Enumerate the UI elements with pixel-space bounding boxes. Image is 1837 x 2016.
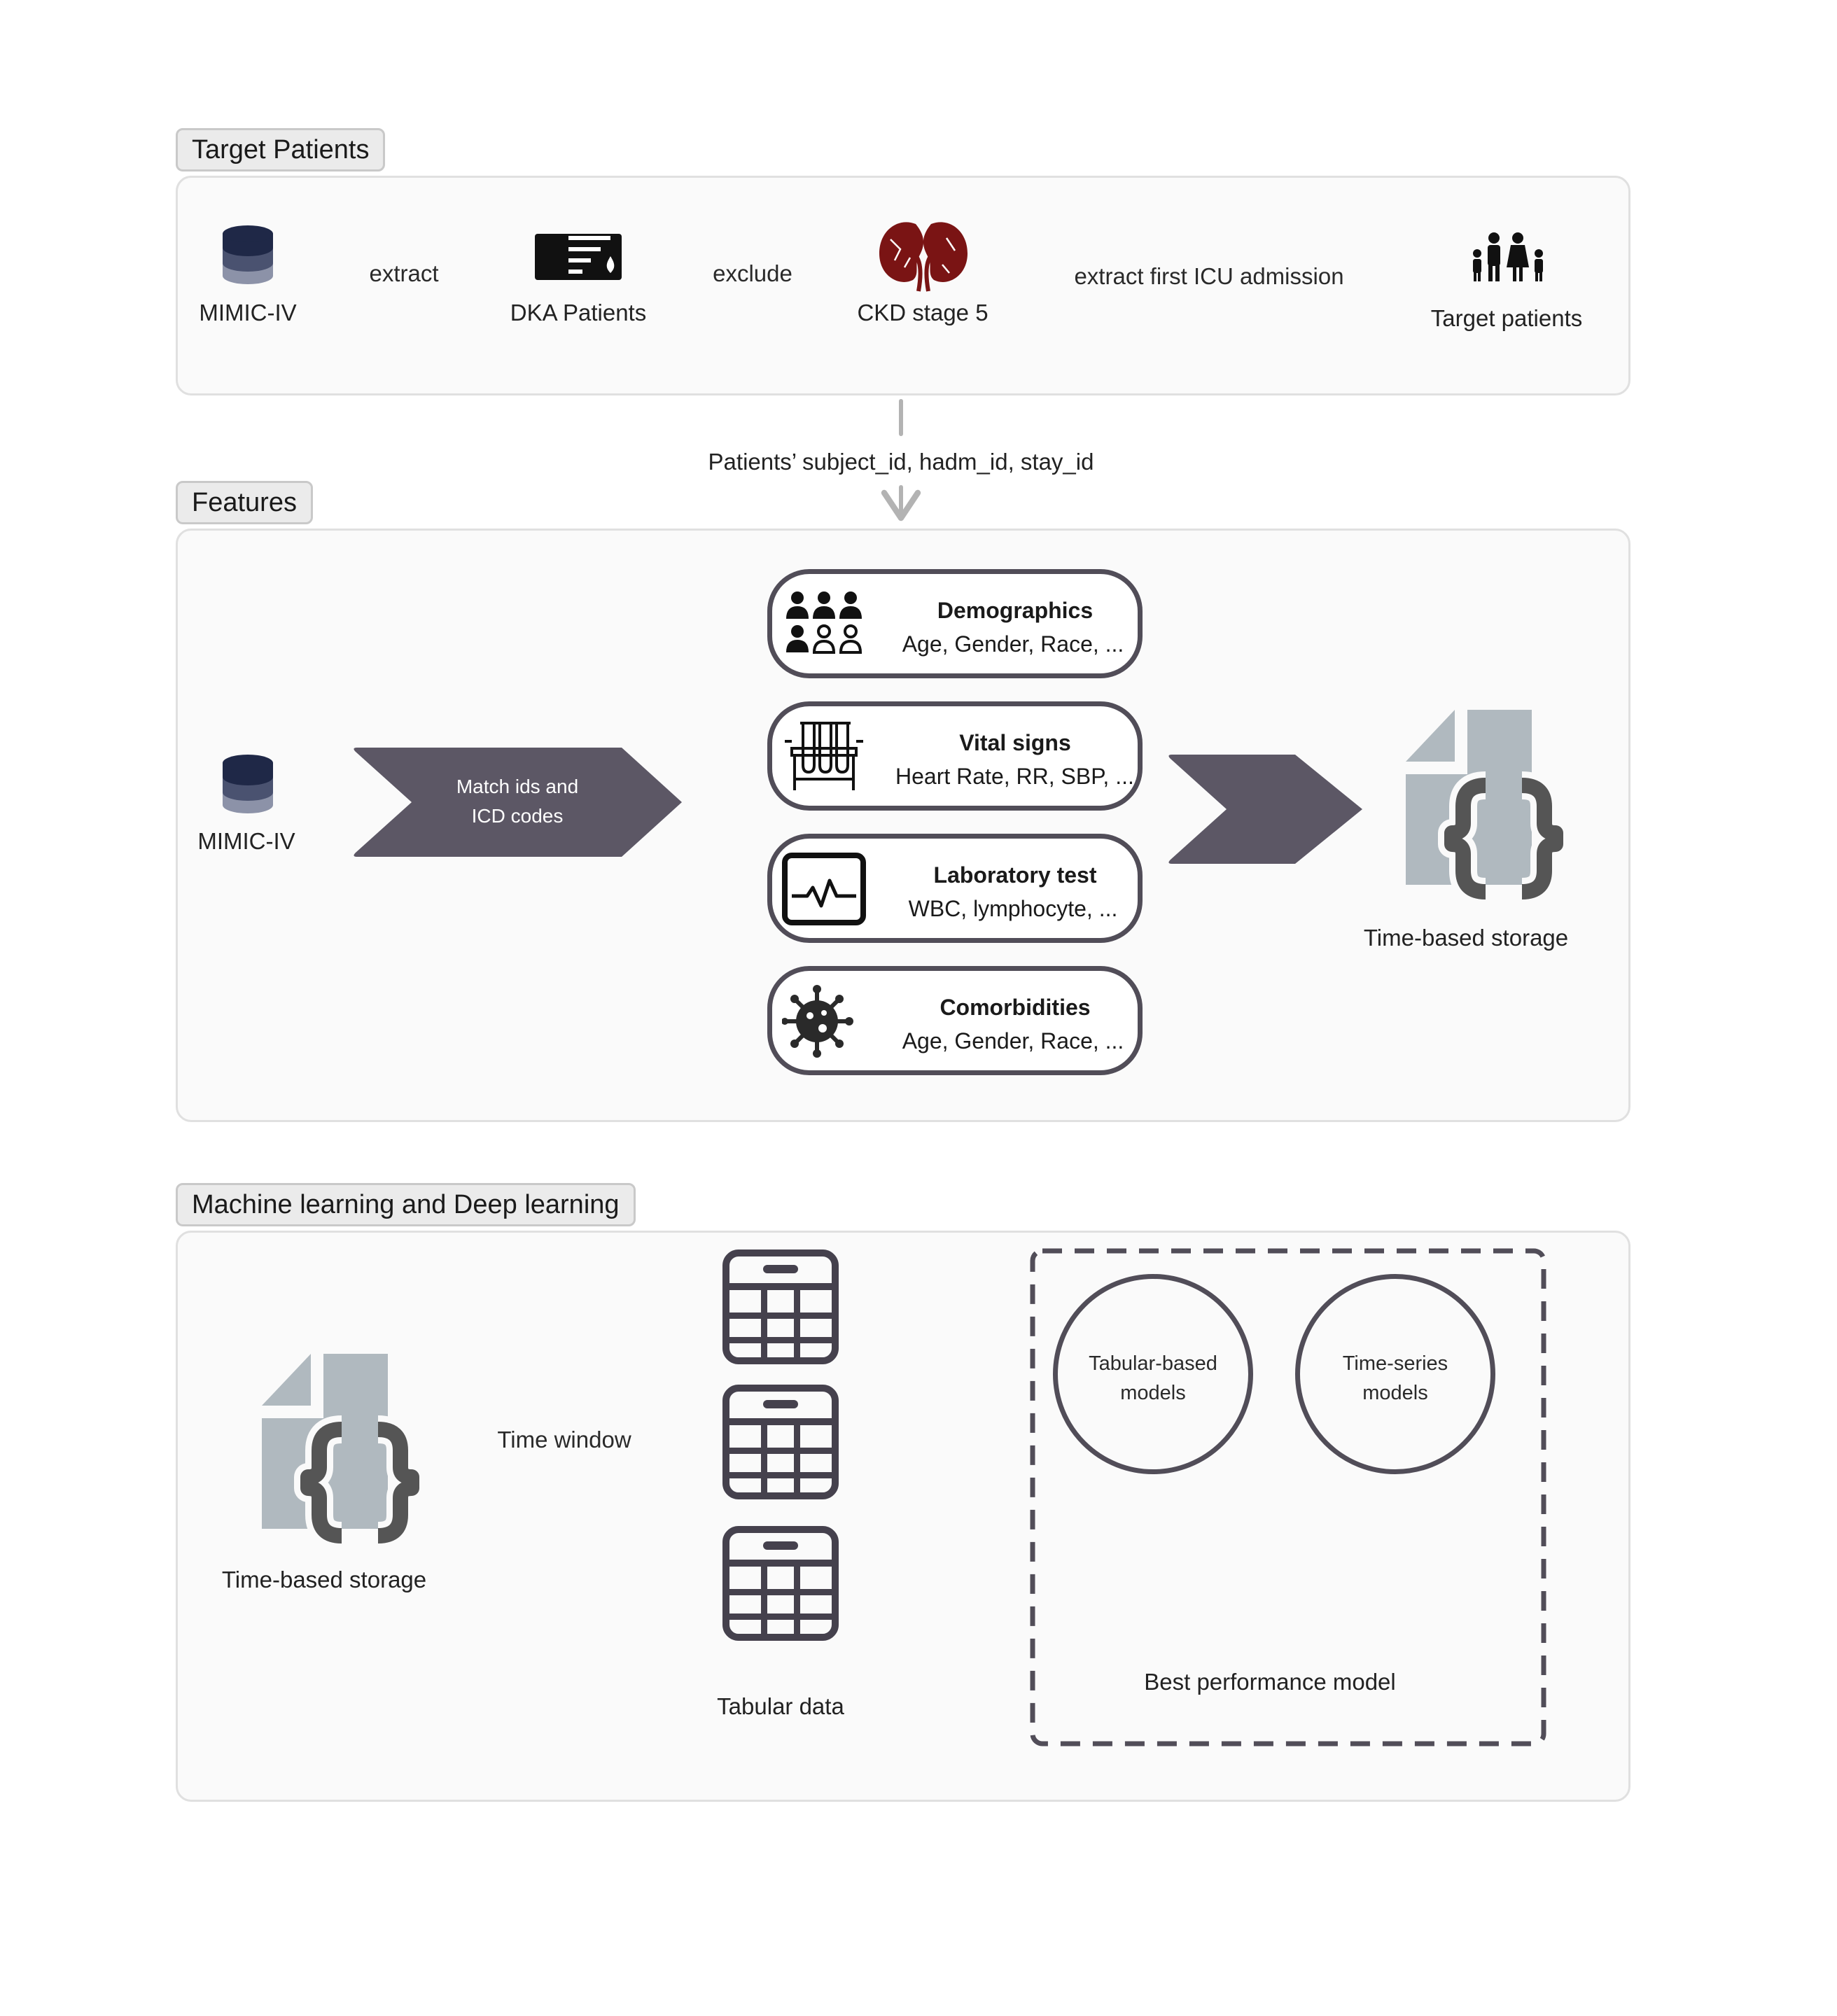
card-title: Comorbidities (940, 995, 1091, 1020)
match-chevron (354, 748, 682, 857)
output-chevron (1168, 755, 1362, 864)
card-title: Vital signs (959, 730, 1071, 755)
model1-line2: models (1120, 1382, 1186, 1404)
model1-line1: Tabular-based (1089, 1352, 1217, 1375)
match-label-line2: ICD codes (471, 805, 564, 827)
virus-icon (782, 985, 853, 1058)
exclude-label: exclude (713, 260, 792, 286)
time-window-label: Time window (497, 1427, 631, 1452)
ckd-label: CKD stage 5 (857, 300, 989, 326)
database-icon (223, 755, 273, 813)
dka-label: DKA Patients (510, 300, 647, 326)
section-title-features: Features (176, 481, 313, 524)
model2-line2: models (1362, 1382, 1428, 1404)
models-box (1030, 1248, 1546, 1746)
target-patients-label: Target patients (1430, 305, 1583, 331)
match-label-line1: Match ids and (456, 776, 579, 797)
extract-first-label: extract first ICU admission (1074, 263, 1344, 289)
card-title: Laboratory test (933, 862, 1097, 888)
mimic-label-features: MIMIC-IV (197, 828, 295, 854)
section-title-ml: Machine learning and Deep learning (176, 1183, 636, 1226)
json-file-icon (262, 1354, 426, 1544)
target-panel (176, 176, 1630, 396)
storage-label-ml: Time-based storage (221, 1567, 427, 1592)
section-title-target: Target Patients (176, 128, 386, 172)
kidney-icon (879, 222, 968, 292)
feature-card-demographics: Demographics Age, Gender, Race, ... (767, 569, 1143, 678)
test-tubes-icon (785, 722, 863, 790)
monitor-icon (782, 853, 866, 925)
table-icon (722, 1250, 839, 1364)
glucose-meter-icon (535, 234, 622, 280)
tabular-models-circle: Tabular-based models (1053, 1274, 1253, 1474)
time-series-models-circle: Time-series models (1295, 1274, 1495, 1474)
database-icon (223, 225, 273, 284)
best-model-label: Best performance model (1144, 1669, 1396, 1695)
feature-card-laboratory: Laboratory test WBC, lymphocyte, ... (767, 834, 1143, 943)
people-icon (786, 592, 862, 654)
table-icon (722, 1385, 839, 1499)
link-ids-label: Patients’ subject_id, hadm_id, stay_id (708, 449, 1094, 475)
model2-line1: Time-series (1342, 1352, 1448, 1375)
card-subtitle: Age, Gender, Race, ... (902, 1028, 1124, 1054)
family-icon (1473, 232, 1543, 281)
json-file-icon (1406, 710, 1570, 900)
mimic-label: MIMIC-IV (199, 300, 297, 326)
storage-label-features: Time-based storage (1363, 925, 1569, 951)
card-subtitle: Age, Gender, Race, ... (902, 631, 1124, 657)
feature-card-comorbidities: Comorbidities Age, Gender, Race, ... (767, 966, 1143, 1075)
card-title: Demographics (937, 598, 1094, 623)
table-icon (722, 1526, 839, 1641)
card-subtitle: WBC, lymphocyte, ... (908, 896, 1118, 921)
card-subtitle: Heart Rate, RR, SBP, ... (895, 764, 1134, 789)
feature-card-vital-signs: Vital signs Heart Rate, RR, SBP, ... (767, 701, 1143, 811)
extract-label: extract (369, 260, 439, 286)
tabular-data-label: Tabular data (717, 1693, 844, 1719)
